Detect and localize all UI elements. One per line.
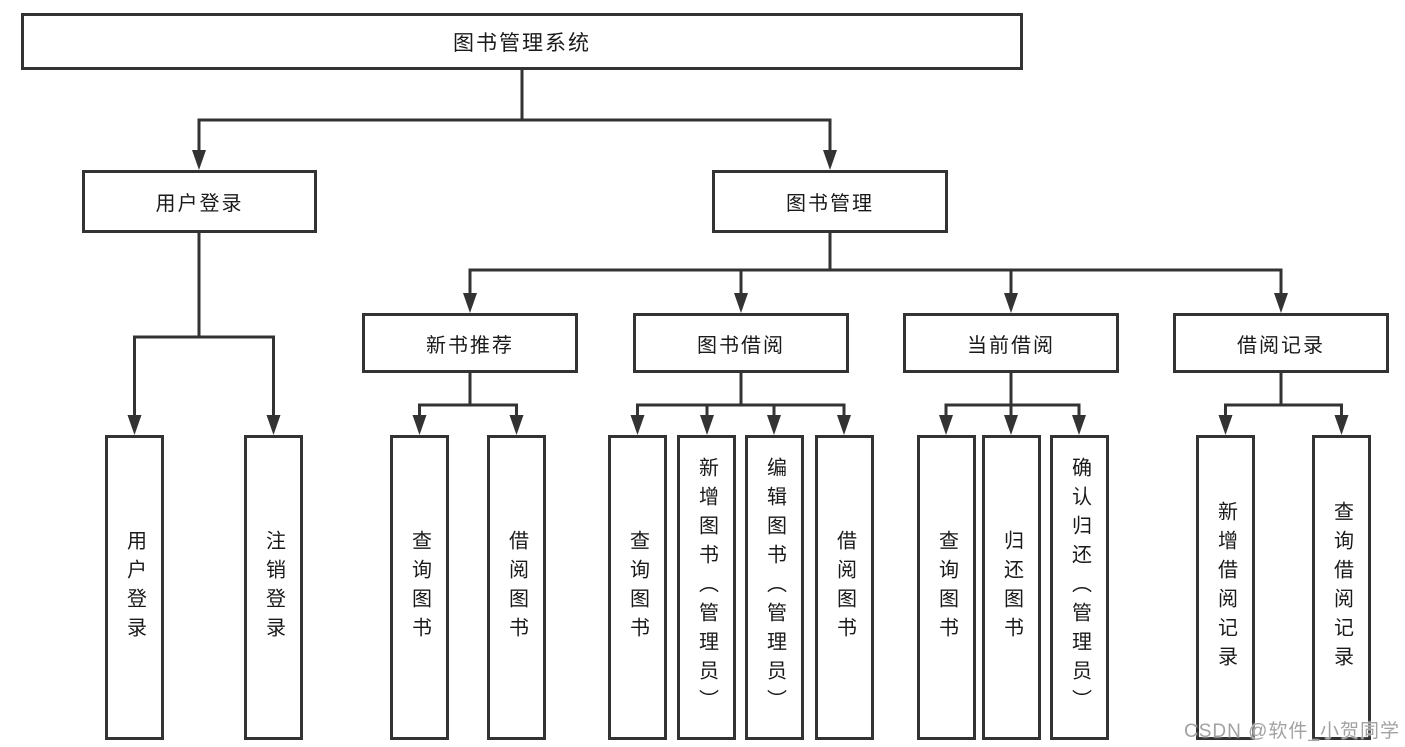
node-book-management: 图书管理 <box>712 170 948 233</box>
leaf-confirm-return-admin: 确认归还（管理员） <box>1050 435 1109 740</box>
leaf-query-borrow-record: 查询借阅记录 <box>1312 435 1371 740</box>
leaf-logout: 注销登录 <box>244 435 303 740</box>
leaf-query-book: 查询图书 <box>608 435 667 740</box>
arrowheads <box>127 150 1349 435</box>
leaf-borrow-book: 借阅图书 <box>815 435 874 740</box>
node-current-borrow: 当前借阅 <box>903 313 1119 373</box>
csdn-watermark: CSDN @软件_小贺同学 <box>1184 721 1400 742</box>
leaf-query-book: 查询图书 <box>917 435 976 740</box>
node-library-management-system: 图书管理系统 <box>21 13 1023 70</box>
leaf-edit-book-admin: 编辑图书（管理员） <box>745 435 804 740</box>
leaf-query-book: 查询图书 <box>390 435 449 740</box>
node-user-login: 用户登录 <box>82 170 317 233</box>
leaf-user-login: 用户登录 <box>105 435 164 740</box>
leaf-add-borrow-record: 新增借阅记录 <box>1196 435 1255 740</box>
leaf-return-book: 归还图书 <box>982 435 1041 740</box>
leaf-borrow-book: 借阅图书 <box>487 435 546 740</box>
node-new-book-recommend: 新书推荐 <box>362 313 578 373</box>
leaf-add-book-admin: 新增图书（管理员） <box>677 435 736 740</box>
node-book-borrow: 图书借阅 <box>633 313 849 373</box>
node-borrow-record: 借阅记录 <box>1173 313 1389 373</box>
